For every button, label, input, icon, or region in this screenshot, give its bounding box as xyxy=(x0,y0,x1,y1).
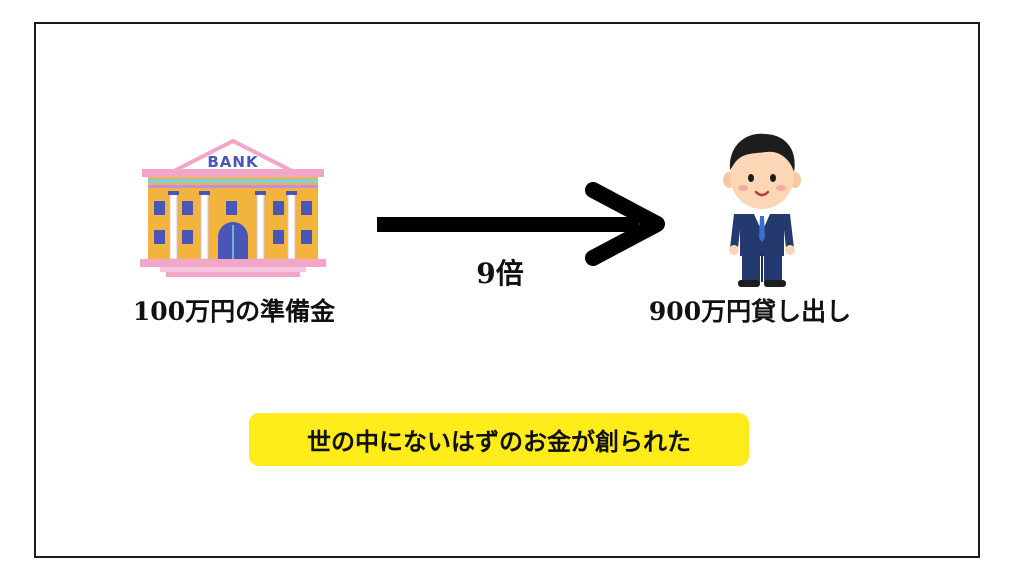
bank-sign: BANK xyxy=(207,153,259,171)
callout-text: 世の中にないはずのお金が創られた xyxy=(307,427,691,456)
businessman-icon xyxy=(723,133,801,287)
reserve-label: 100万円の準備金 xyxy=(132,297,336,326)
multiplier-label: 9倍 xyxy=(476,257,524,290)
loan-label: 900万円貸し出し xyxy=(648,297,852,326)
right-arrow-icon xyxy=(377,182,665,266)
callout-box: 世の中にないはずのお金が創られた xyxy=(249,413,749,466)
bank-building-icon: BANK xyxy=(140,138,326,277)
slide-frame xyxy=(34,22,980,558)
